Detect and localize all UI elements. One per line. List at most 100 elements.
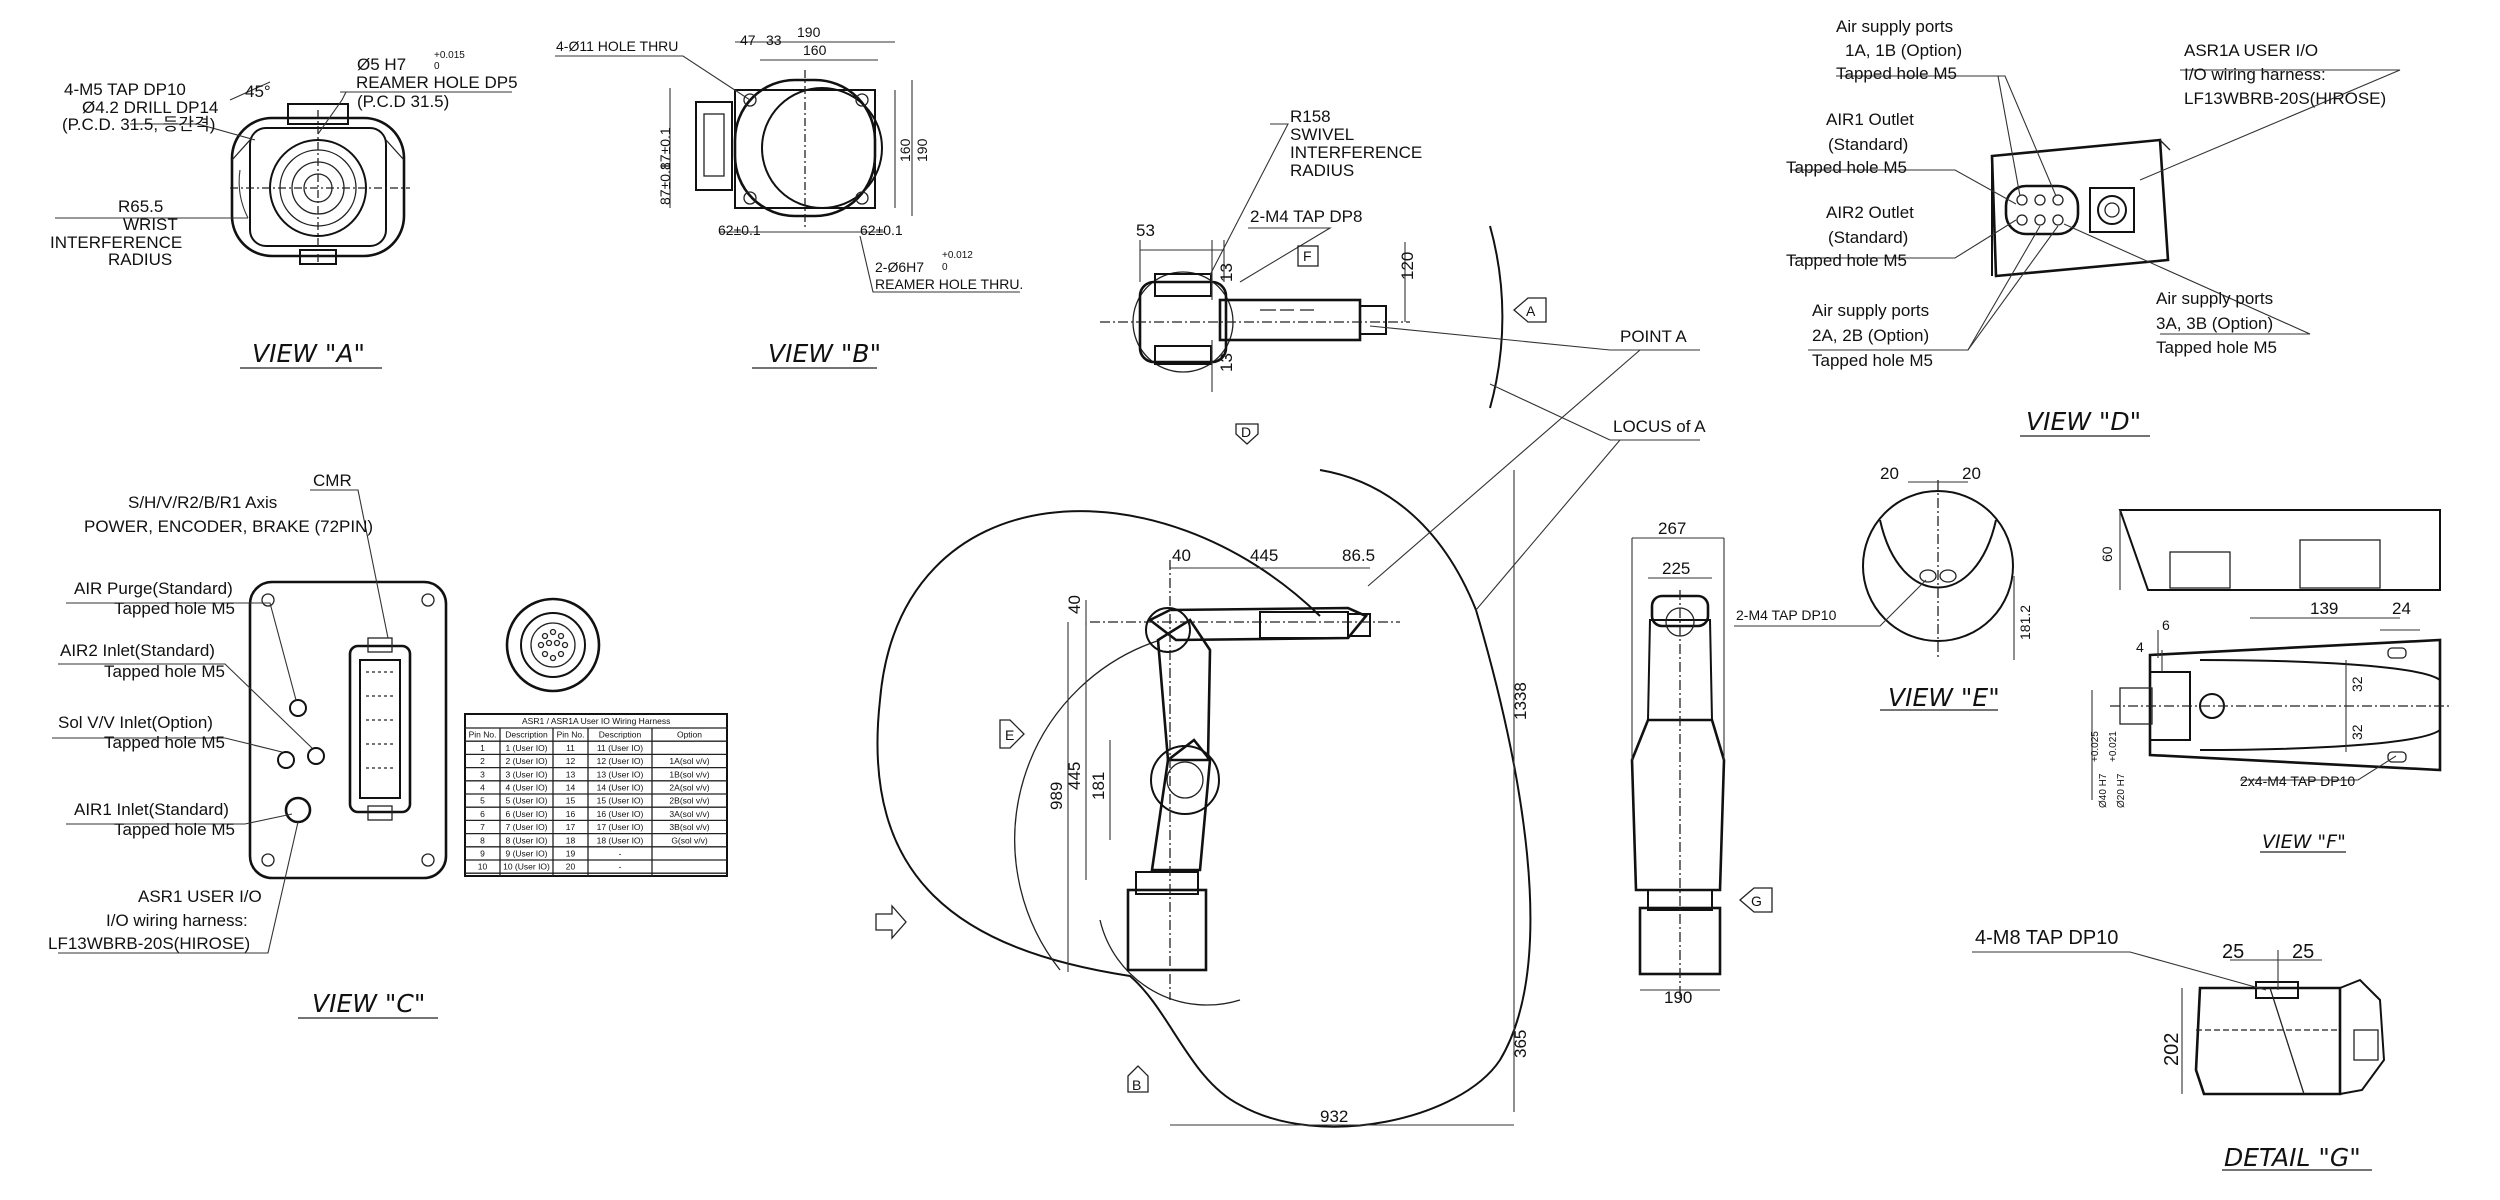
view-c-cmr-label: CMR bbox=[313, 471, 352, 490]
view-a-reamer-tol0: 0 bbox=[434, 61, 440, 72]
side-dim-989: 989 bbox=[1047, 782, 1066, 810]
table-cell: 17 bbox=[566, 822, 576, 832]
view-b-dim-190v: 190 bbox=[914, 138, 930, 162]
table-header-cell: Pin No. bbox=[469, 730, 497, 740]
view-e-dim-20a: 20 bbox=[1880, 464, 1899, 483]
view-c-air1in-label: AIR1 Inlet(Standard) bbox=[74, 800, 229, 819]
view-b-dim-47: 47 bbox=[740, 32, 756, 48]
front-dim-267: 267 bbox=[1658, 519, 1686, 538]
table-cell: 11 (User IO) bbox=[597, 743, 643, 753]
view-e-tap-label: 2-M4 TAP DP10 bbox=[1736, 607, 1837, 623]
view-c-purge-hole: Tapped hole M5 bbox=[114, 599, 235, 618]
view-d-sup3-hole: Tapped hole M5 bbox=[2156, 338, 2277, 357]
view-f-dim-32a: 32 bbox=[2349, 676, 2365, 692]
top-dim-120: 120 bbox=[1398, 252, 1417, 280]
view-d-sup1-hole: Tapped hole M5 bbox=[1836, 64, 1957, 83]
table-cell: 16 (User IO) bbox=[597, 809, 644, 819]
table-cell: 18 bbox=[566, 835, 576, 845]
view-c-air2in-hole: Tapped hole M5 bbox=[104, 662, 225, 681]
table-cell: 15 bbox=[566, 796, 576, 806]
front-arrow-g: G bbox=[1751, 893, 1762, 909]
side-view: 40 445 86.5 40 445 181 989 1338 365 932 … bbox=[875, 349, 1641, 1128]
front-dim-225: 225 bbox=[1662, 559, 1690, 578]
view-a-radius-label: R65.5 bbox=[118, 197, 163, 216]
view-b-dim-62b: 62±0.1 bbox=[860, 222, 903, 238]
view-a: 4-M5 TAP DP10 Ø4.2 DRILL DP14 (P.C.D. 31… bbox=[50, 50, 518, 369]
table-title: ASR1 / ASR1A User IO Wiring Harness bbox=[522, 716, 670, 726]
view-d-asr-model: LF13WBRB-20S(HIROSE) bbox=[2184, 89, 2386, 108]
detail-g-dim-202: 202 bbox=[2161, 1033, 2183, 1066]
view-b-dim-62a: 62±0.1 bbox=[718, 222, 761, 238]
view-d-sup3-ports: 3A, 3B (Option) bbox=[2156, 314, 2273, 333]
table-cell: 15 (User IO) bbox=[597, 796, 644, 806]
table-cell: 9 (User IO) bbox=[505, 849, 547, 859]
view-a-title: VIEW "A" bbox=[252, 339, 365, 368]
view-c-purge-label: AIR Purge(Standard) bbox=[74, 579, 233, 598]
view-f-d40h7: Ø40 H7 bbox=[2098, 773, 2109, 808]
view-c-air2in-label: AIR2 Inlet(Standard) bbox=[60, 641, 215, 660]
table-cell: 2 (User IO) bbox=[505, 756, 547, 766]
table-cell: 19 bbox=[566, 849, 576, 859]
top-dim-13a: 13 bbox=[1217, 263, 1236, 282]
view-f-tap-label: 2x4-M4 TAP DP10 bbox=[2240, 773, 2355, 789]
table-cell: 9 bbox=[480, 849, 485, 859]
view-f-d40tol: +0.025 bbox=[2090, 731, 2101, 762]
view-e-dim-20b: 20 bbox=[1962, 464, 1981, 483]
view-c-asr-model: LF13WBRB-20S(HIROSE) bbox=[48, 934, 250, 953]
view-a-tap-label: 4-M5 TAP DP10 bbox=[64, 80, 186, 99]
view-e: 20 20 2-M4 TAP DP10 181.2 VIEW "E" bbox=[1734, 464, 2033, 712]
view-c: CMR S/H/V/R2/B/R1 Axis POWER, ENCODER, B… bbox=[48, 471, 601, 1019]
view-c-air1in-hole: Tapped hole M5 bbox=[114, 820, 235, 839]
side-dim-445v: 445 bbox=[1065, 762, 1084, 790]
view-e-dim-181: 181.2 bbox=[2017, 605, 2033, 640]
table-cell: 3A(sol v/v) bbox=[669, 809, 709, 819]
view-f-dim-32b: 32 bbox=[2349, 724, 2365, 740]
side-dim-181: 181 bbox=[1089, 772, 1108, 800]
table-cell: 13 (User IO) bbox=[597, 769, 644, 779]
view-d-air1-std: (Standard) bbox=[1828, 135, 1908, 154]
table-cell: - bbox=[619, 849, 622, 859]
view-f-d20tol: +0.021 bbox=[2108, 731, 2119, 762]
view-b-holes-label: 4-Ø11 HOLE THRU bbox=[556, 38, 678, 54]
table-cell: 1 (User IO) bbox=[505, 743, 547, 753]
front-dim-190: 190 bbox=[1664, 988, 1692, 1007]
detail-g-tap-label: 4-M8 TAP DP10 bbox=[1975, 927, 2118, 949]
view-a-pcd-label: (P.C.D. 31.5, 등간격) bbox=[62, 115, 215, 134]
table-cell: 3 bbox=[480, 769, 485, 779]
view-f-dim-60: 60 bbox=[2099, 546, 2115, 562]
view-d-asr-label: ASR1A USER I/O bbox=[2184, 41, 2318, 60]
view-b-reamer-thru: REAMER HOLE THRU. bbox=[875, 276, 1023, 292]
view-a-reamer2-label: REAMER HOLE DP5 bbox=[356, 73, 518, 92]
top-view: R158 SWIVEL INTERFERENCE RADIUS 2-M4 TAP… bbox=[1100, 107, 1706, 445]
table-cell: 6 bbox=[480, 809, 485, 819]
table-cell: 12 bbox=[566, 756, 576, 766]
top-swivel-label: SWIVEL bbox=[1290, 125, 1354, 144]
table-cell: G(sol v/v) bbox=[671, 835, 708, 845]
view-a-radius-word: RADIUS bbox=[108, 250, 172, 269]
side-dim-86: 86.5 bbox=[1342, 546, 1375, 565]
table-cell: 6 (User IO) bbox=[505, 809, 547, 819]
view-c-axis-label: S/H/V/R2/B/R1 Axis bbox=[128, 493, 277, 512]
detail-g: 4-M8 TAP DP10 25 25 202 DETAIL "G" bbox=[1972, 927, 2386, 1172]
top-arrow-f: F bbox=[1303, 248, 1312, 264]
view-d-air1-label: AIR1 Outlet bbox=[1826, 110, 1914, 129]
table-cell: 20 bbox=[566, 862, 576, 872]
detail-g-dim-25a: 25 bbox=[2222, 941, 2244, 963]
table-header-cell: Description bbox=[599, 730, 642, 740]
view-c-power-label: POWER, ENCODER, BRAKE (72PIN) bbox=[84, 517, 373, 536]
view-b-reamer-tol0: 0 bbox=[942, 262, 948, 273]
view-d-air2-hole: Tapped hole M5 bbox=[1786, 251, 1907, 270]
table-cell: 13 bbox=[566, 769, 576, 779]
top-arrow-d: D bbox=[1241, 424, 1251, 440]
table-cell: 10 bbox=[478, 862, 488, 872]
view-d-asr-harness: I/O wiring harness: bbox=[2184, 65, 2326, 84]
table-cell: 16 bbox=[566, 809, 576, 819]
top-tap-label: 2-M4 TAP DP8 bbox=[1250, 207, 1362, 226]
view-d-sup1-label: Air supply ports bbox=[1836, 17, 1953, 36]
view-d-sup2-ports: 2A, 2B (Option) bbox=[1812, 326, 1929, 345]
table-cell: 5 bbox=[480, 796, 485, 806]
view-d-air2-std: (Standard) bbox=[1828, 228, 1908, 247]
view-a-wrist-label: WRIST bbox=[123, 215, 178, 234]
view-c-sol-hole: Tapped hole M5 bbox=[104, 733, 225, 752]
view-f-d20h7: Ø20 H7 bbox=[2116, 773, 2127, 808]
